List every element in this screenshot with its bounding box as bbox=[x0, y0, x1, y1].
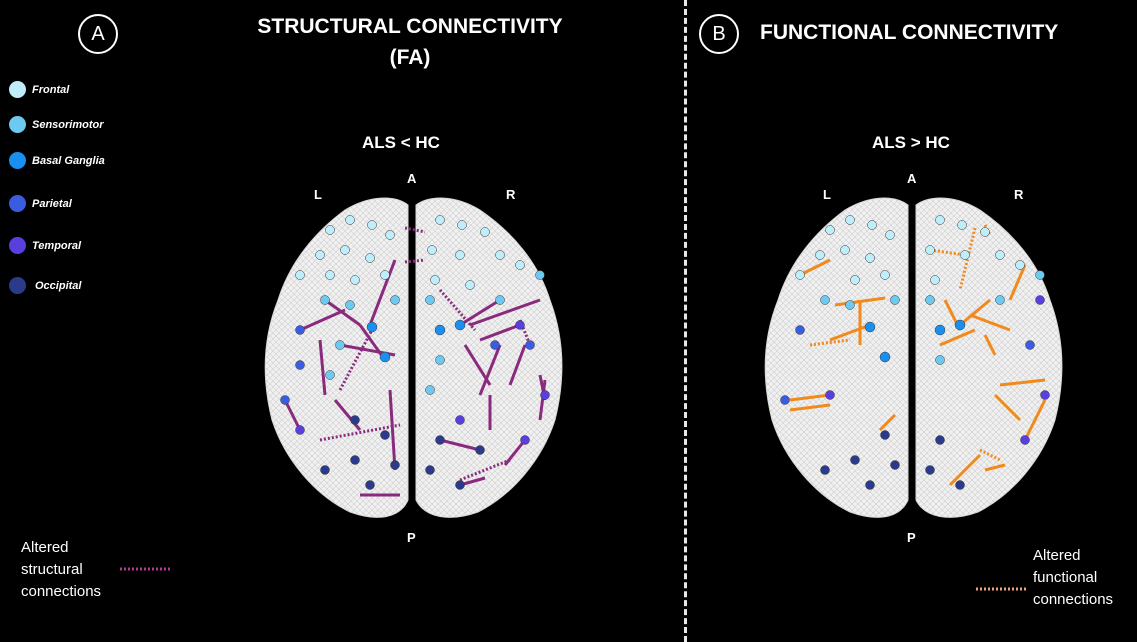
node-frontal bbox=[481, 228, 490, 237]
node-parietal bbox=[781, 396, 790, 405]
node-occipital bbox=[956, 481, 965, 490]
node-frontal bbox=[516, 261, 525, 270]
node-frontal bbox=[456, 251, 465, 260]
node-temporal bbox=[456, 416, 465, 425]
node-frontal bbox=[366, 254, 375, 263]
node-temporal bbox=[1036, 296, 1045, 305]
node-frontal bbox=[996, 251, 1005, 260]
node-sensorimotor bbox=[821, 296, 830, 305]
node-temporal bbox=[521, 436, 530, 445]
node-sensorimotor bbox=[426, 386, 435, 395]
node-sensorimotor bbox=[936, 356, 945, 365]
node-temporal bbox=[296, 426, 305, 435]
node-frontal bbox=[436, 216, 445, 225]
node-frontal bbox=[926, 246, 935, 255]
node-frontal bbox=[846, 216, 855, 225]
node-sensorimotor bbox=[1036, 271, 1045, 280]
node-occipital bbox=[456, 481, 465, 490]
node-sensorimotor bbox=[336, 341, 345, 350]
node-frontal bbox=[961, 251, 970, 260]
node-frontal bbox=[496, 251, 505, 260]
node-sensorimotor bbox=[326, 371, 335, 380]
node-occipital bbox=[926, 466, 935, 475]
node-basal-ganglia bbox=[367, 322, 377, 332]
node-sensorimotor bbox=[536, 271, 545, 280]
node-frontal bbox=[931, 276, 940, 285]
node-occipital bbox=[351, 456, 360, 465]
node-frontal bbox=[341, 246, 350, 255]
node-frontal bbox=[458, 221, 467, 230]
node-frontal bbox=[326, 226, 335, 235]
node-occipital bbox=[366, 481, 375, 490]
node-frontal bbox=[796, 271, 805, 280]
node-frontal bbox=[296, 271, 305, 280]
node-frontal bbox=[346, 216, 355, 225]
node-basal-ganglia bbox=[455, 320, 465, 330]
node-frontal bbox=[386, 231, 395, 240]
node-occipital bbox=[381, 431, 390, 440]
node-sensorimotor bbox=[321, 296, 330, 305]
node-frontal bbox=[826, 226, 835, 235]
node-frontal bbox=[816, 251, 825, 260]
node-temporal bbox=[1021, 436, 1030, 445]
node-sensorimotor bbox=[346, 301, 355, 310]
node-sensorimotor bbox=[436, 356, 445, 365]
node-frontal bbox=[868, 221, 877, 230]
node-occipital bbox=[436, 436, 445, 445]
node-frontal bbox=[936, 216, 945, 225]
node-parietal bbox=[296, 361, 305, 370]
node-basal-ganglia bbox=[935, 325, 945, 335]
node-frontal bbox=[981, 228, 990, 237]
node-frontal bbox=[381, 271, 390, 280]
node-sensorimotor bbox=[891, 296, 900, 305]
node-frontal bbox=[1016, 261, 1025, 270]
node-frontal bbox=[866, 254, 875, 263]
node-sensorimotor bbox=[996, 296, 1005, 305]
node-frontal bbox=[841, 246, 850, 255]
node-occipital bbox=[891, 461, 900, 470]
node-occipital bbox=[426, 466, 435, 475]
node-occipital bbox=[936, 436, 945, 445]
node-frontal bbox=[431, 276, 440, 285]
node-basal-ganglia bbox=[880, 352, 890, 362]
node-sensorimotor bbox=[391, 296, 400, 305]
node-frontal bbox=[428, 246, 437, 255]
node-frontal bbox=[351, 276, 360, 285]
node-frontal bbox=[886, 231, 895, 240]
node-temporal bbox=[1041, 391, 1050, 400]
node-basal-ganglia bbox=[380, 352, 390, 362]
node-frontal bbox=[881, 271, 890, 280]
node-temporal bbox=[541, 391, 550, 400]
node-parietal bbox=[281, 396, 290, 405]
node-frontal bbox=[316, 251, 325, 260]
node-frontal bbox=[466, 281, 475, 290]
node-occipital bbox=[321, 466, 330, 475]
node-occipital bbox=[866, 481, 875, 490]
node-occipital bbox=[851, 456, 860, 465]
node-sensorimotor bbox=[926, 296, 935, 305]
node-sensorimotor bbox=[496, 296, 505, 305]
node-occipital bbox=[476, 446, 485, 455]
node-frontal bbox=[958, 221, 967, 230]
node-sensorimotor bbox=[846, 301, 855, 310]
node-parietal bbox=[1026, 341, 1035, 350]
node-parietal bbox=[296, 326, 305, 335]
node-occipital bbox=[391, 461, 400, 470]
node-frontal bbox=[851, 276, 860, 285]
node-basal-ganglia bbox=[435, 325, 445, 335]
node-temporal bbox=[516, 321, 525, 330]
node-occipital bbox=[881, 431, 890, 440]
node-parietal bbox=[796, 326, 805, 335]
node-parietal bbox=[526, 341, 535, 350]
node-basal-ganglia bbox=[955, 320, 965, 330]
node-occipital bbox=[351, 416, 360, 425]
node-temporal bbox=[826, 391, 835, 400]
node-frontal bbox=[368, 221, 377, 230]
node-frontal bbox=[326, 271, 335, 280]
node-basal-ganglia bbox=[865, 322, 875, 332]
node-parietal bbox=[491, 341, 500, 350]
node-occipital bbox=[821, 466, 830, 475]
node-sensorimotor bbox=[426, 296, 435, 305]
